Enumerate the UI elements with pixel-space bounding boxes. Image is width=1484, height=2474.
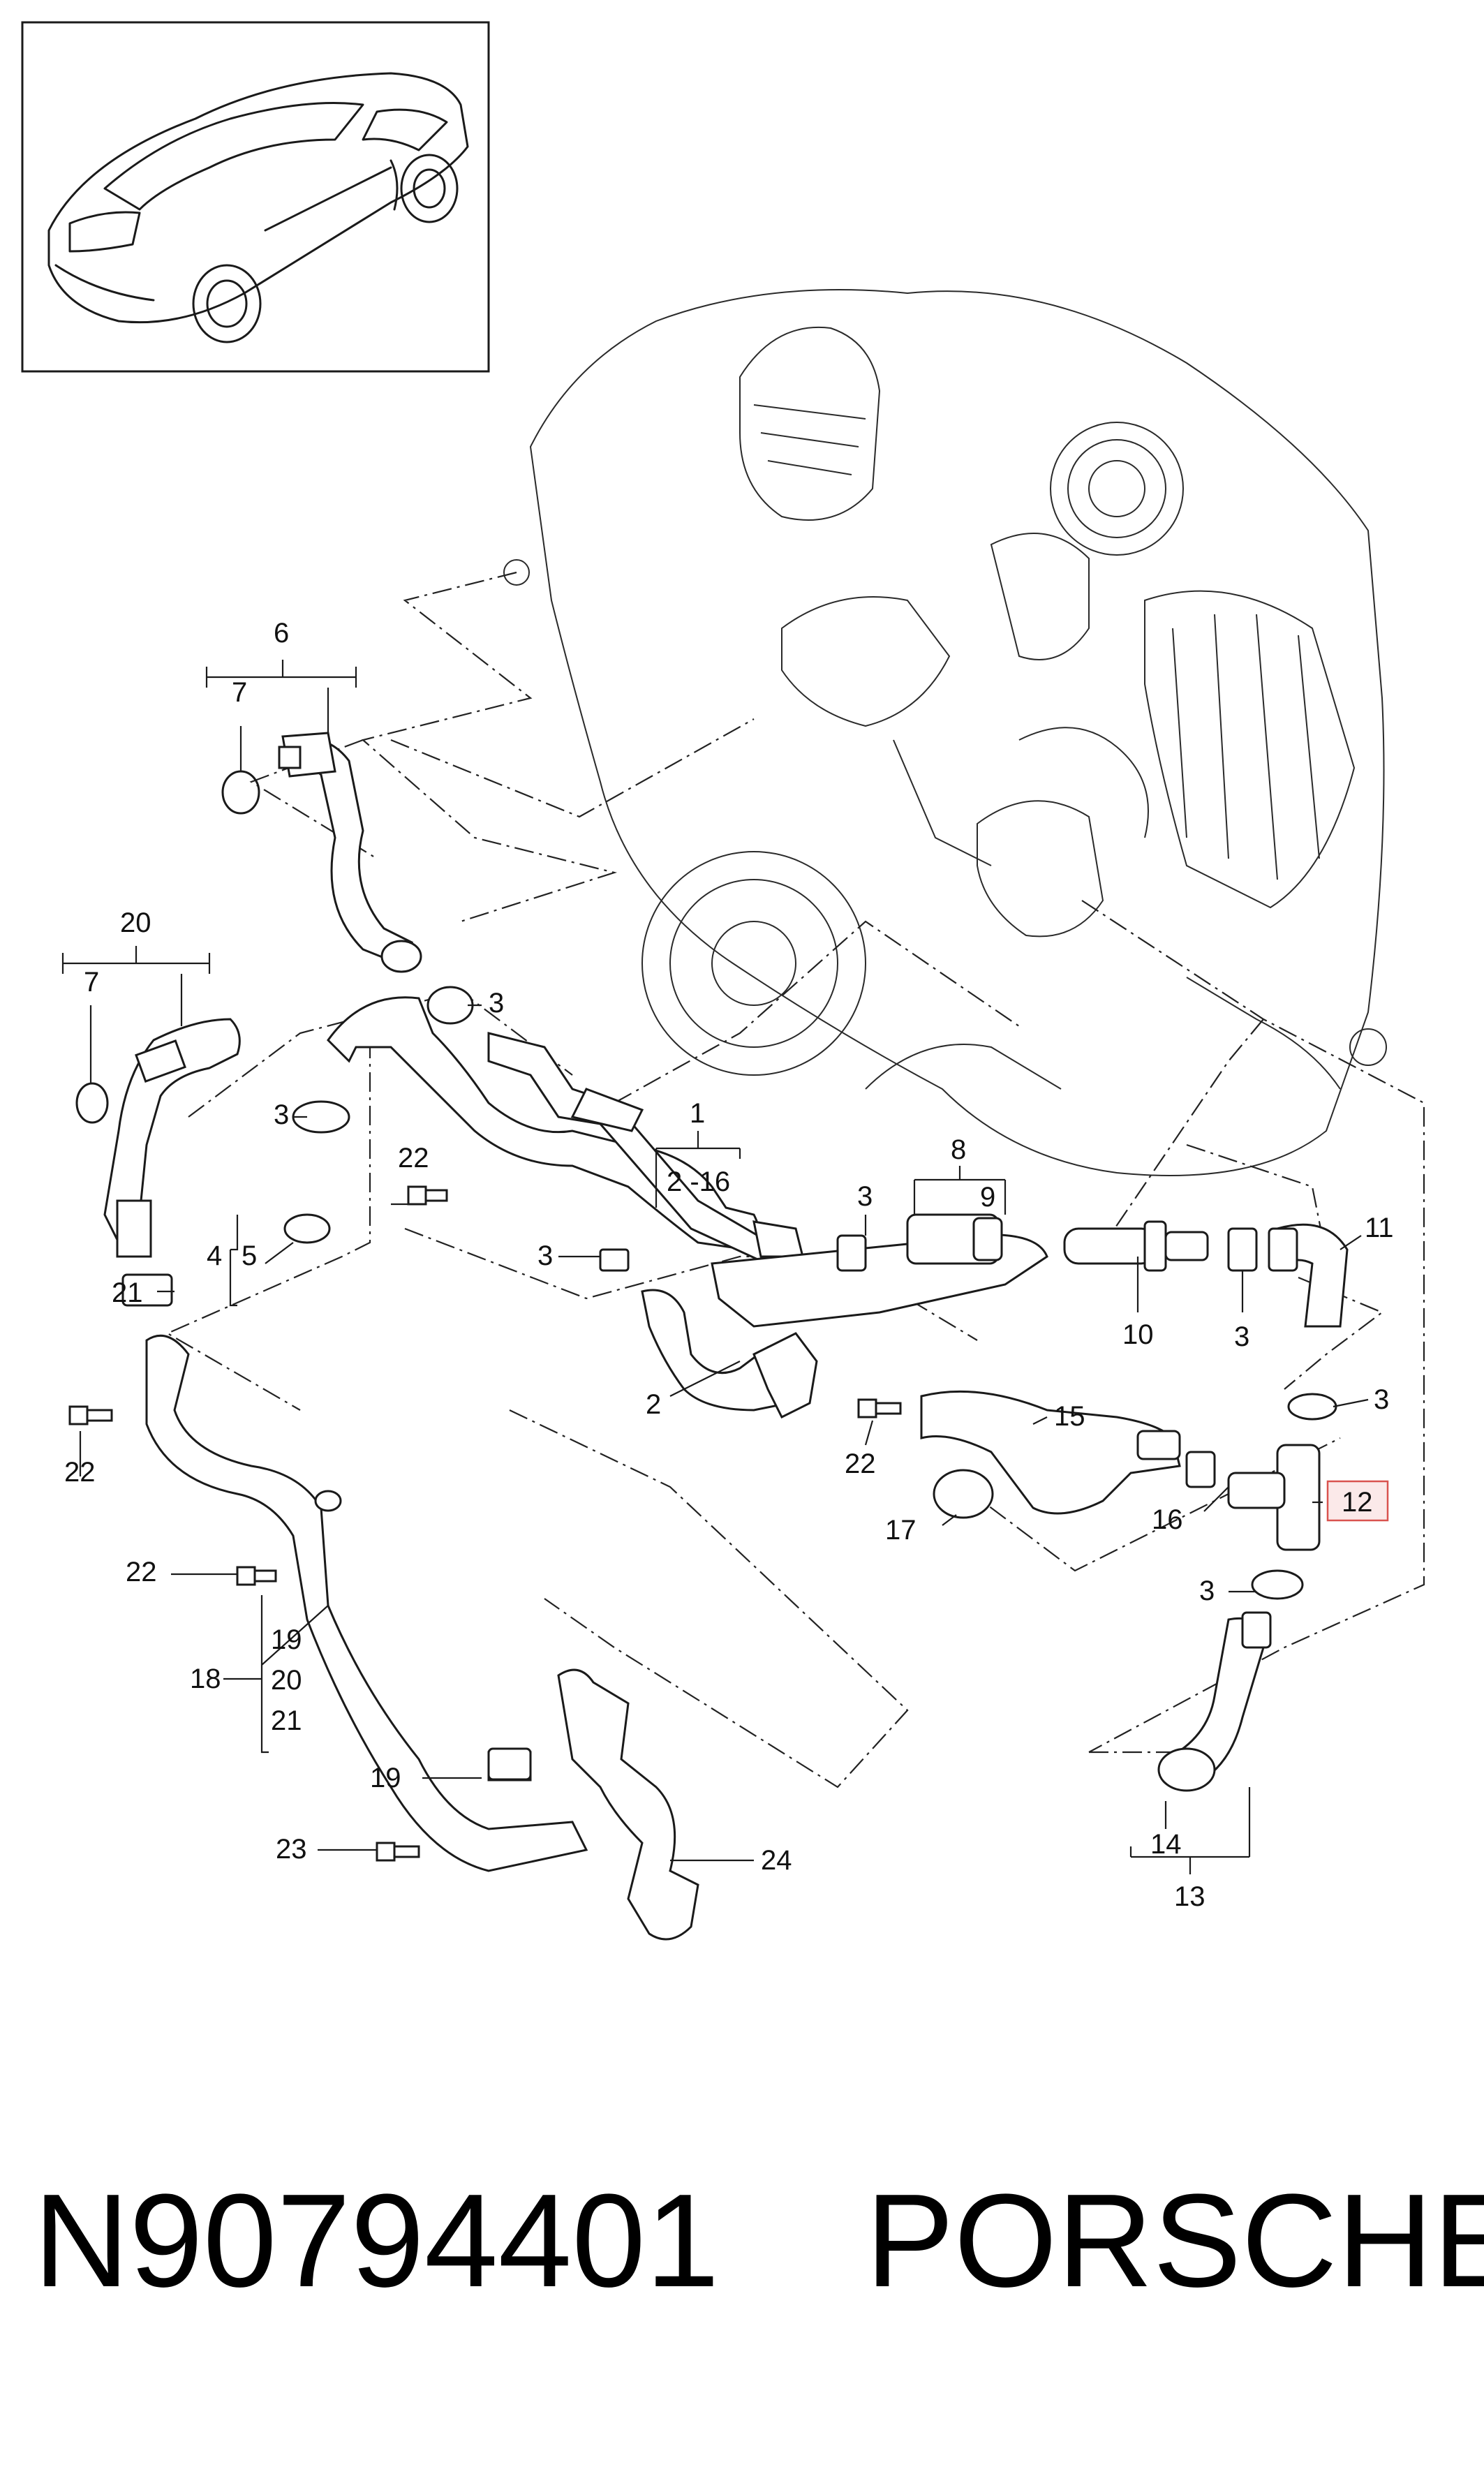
engine-block-illustration — [503, 289, 1387, 1176]
part-7-o-ring-upper — [221, 770, 260, 815]
callout-8: 8 — [951, 1134, 966, 1165]
callout-3: 3 — [537, 1240, 553, 1271]
part-2-coolant-hose — [641, 1289, 818, 1419]
callout-3: 3 — [1374, 1384, 1389, 1415]
callout-2-16: 2 -16 — [667, 1166, 730, 1197]
callout-2: 2 — [646, 1389, 661, 1420]
callout-3: 3 — [489, 988, 504, 1019]
part-20-coolant-hose — [103, 1018, 241, 1258]
part-21-clip-lower — [487, 1747, 532, 1781]
callout-20: 20 — [271, 1665, 302, 1696]
callout-5: 5 — [242, 1240, 257, 1271]
part-8-hose-adapter — [906, 1213, 1003, 1265]
callout-24: 24 — [761, 1845, 792, 1876]
callout-21: 21 — [271, 1705, 302, 1736]
callout-1: 1 — [690, 1098, 705, 1129]
coolant-hose-exploded-diagram: 6 7 20 7 3 3 4 5 21 22 22 22 22 18 19 20… — [21, 21, 1425, 1941]
part-12-t-piece — [1227, 1444, 1321, 1551]
footer: N90794401 PORSCHE — [0, 2154, 1484, 2328]
callout-22: 22 — [398, 1143, 429, 1173]
callout-23: 23 — [276, 1834, 307, 1865]
callout-11: 11 — [1365, 1213, 1394, 1243]
callout-13: 13 — [1174, 1881, 1205, 1912]
bolts — [68, 1185, 902, 1862]
callout-9: 9 — [980, 1182, 995, 1213]
part-21-clip-upper — [121, 1273, 173, 1307]
callout-14: 14 — [1150, 1829, 1182, 1860]
callout-12: 12 — [1342, 1487, 1373, 1518]
callout-22: 22 — [126, 1557, 157, 1587]
callout-7: 7 — [84, 967, 99, 998]
callout-3: 3 — [857, 1181, 873, 1212]
callout-3: 3 — [274, 1099, 289, 1130]
callout-3: 3 — [1234, 1321, 1249, 1352]
part-17-clamp — [933, 1469, 994, 1519]
callout-18: 18 — [190, 1664, 221, 1694]
part-15-coolant-hose — [920, 1390, 1181, 1515]
callout-labels: 6 7 20 7 3 3 4 5 21 22 22 22 22 18 19 20… — [64, 618, 1394, 1912]
callout-6: 6 — [274, 618, 289, 649]
part-11-coolant-hose — [1268, 1223, 1349, 1328]
callout-15: 15 — [1054, 1401, 1085, 1432]
brand-name: PORSCHE — [866, 2167, 1484, 2315]
callout-20: 20 — [120, 908, 151, 938]
callout-10: 10 — [1122, 1319, 1154, 1350]
part-6-coolant-hose — [278, 732, 422, 973]
assembly-boundary-lines — [165, 571, 1425, 1788]
callout-3: 3 — [1199, 1576, 1215, 1606]
part-number: N90794401 — [34, 2167, 720, 2315]
callout-22: 22 — [845, 1449, 876, 1479]
part-7-o-ring-left — [75, 1082, 109, 1124]
vehicle-thumbnail — [21, 21, 490, 373]
callout-19: 19 — [370, 1763, 401, 1793]
part-3-hose-clamps — [283, 986, 1337, 1600]
callout-4: 4 — [207, 1240, 222, 1271]
callout-19: 19 — [271, 1624, 302, 1655]
part-24-bracket — [557, 1668, 699, 1941]
part-13-coolant-hose — [1157, 1611, 1272, 1792]
callout-21: 21 — [112, 1277, 143, 1308]
callout-22: 22 — [64, 1457, 96, 1488]
callout-16: 16 — [1152, 1504, 1183, 1535]
callout-7: 7 — [232, 677, 247, 708]
part-10-connector-pipe — [1063, 1220, 1209, 1272]
highlighted-callout-12[interactable]: 12 — [1326, 1480, 1389, 1522]
callout-17: 17 — [885, 1515, 917, 1546]
leader-lines — [61, 660, 1369, 1874]
